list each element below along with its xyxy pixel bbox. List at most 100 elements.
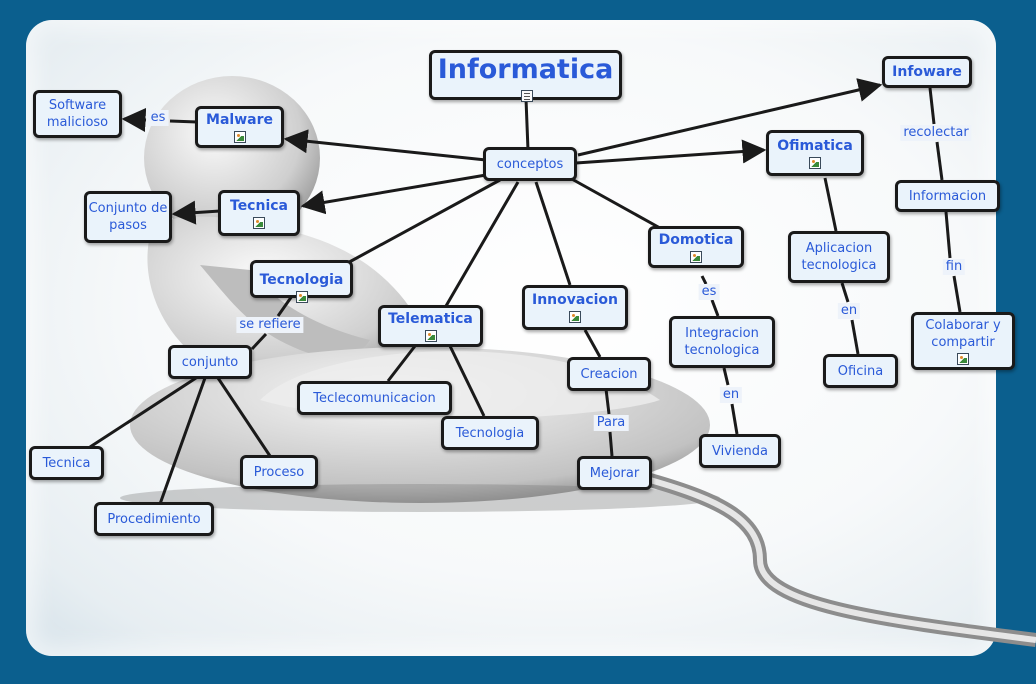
- node-oficina[interactable]: Oficina: [823, 354, 898, 388]
- node-tecnica-sub-label: Tecnica: [42, 455, 91, 471]
- node-innovacion[interactable]: Innovacion: [522, 285, 628, 330]
- node-tecnica-main[interactable]: Tecnica: [218, 190, 300, 236]
- link-tecnologia-serefiere: [276, 295, 294, 317]
- link-label-para[interactable]: Para: [593, 415, 629, 431]
- link-para-mejorar: [608, 431, 614, 457]
- node-software-malicioso-label: Software malicioso: [46, 98, 109, 130]
- node-informatica-label: Informatica: [437, 54, 614, 85]
- node-integracion-label: Integracion tecnologica: [684, 326, 760, 358]
- node-telematica-label: Telematica: [388, 310, 473, 327]
- image-icon[interactable]: [296, 291, 308, 303]
- node-aplicacion-label: Aplicacion tecnologica: [801, 241, 877, 273]
- node-procedimiento[interactable]: Procedimiento: [94, 502, 214, 536]
- link-tecnica-conjunto-pasos: [171, 200, 221, 225]
- link-conceptos-infoware: [577, 78, 883, 157]
- node-domotica-label: Domotica: [658, 231, 734, 248]
- node-informatica[interactable]: Informatica: [429, 50, 622, 102]
- node-conjunto[interactable]: conjunto: [168, 345, 252, 379]
- link-label-recolectar[interactable]: recolectar: [900, 125, 972, 141]
- link-label-es-malware[interactable]: es: [147, 110, 169, 126]
- link-integracion-en: [722, 367, 730, 386]
- node-tecnologia-main[interactable]: Tecnologia: [250, 260, 353, 303]
- image-icon[interactable]: [424, 329, 437, 342]
- figure-arm: [200, 265, 370, 358]
- link-conceptos-tecnica: [300, 173, 487, 215]
- node-tecnica-main-label: Tecnica: [230, 197, 288, 214]
- node-creacion[interactable]: Creacion: [567, 357, 651, 391]
- link-domotica-es: [700, 275, 708, 285]
- image-icon[interactable]: [569, 311, 581, 323]
- node-tecnologia-sub[interactable]: Tecnologia: [441, 416, 539, 450]
- link-conceptos-ofimatica: [575, 139, 767, 165]
- link-recolectar-informacion: [935, 141, 944, 181]
- image-icon[interactable]: [809, 156, 821, 169]
- link-en-oficina: [850, 319, 860, 355]
- node-informacion[interactable]: Informacion: [895, 180, 1000, 212]
- node-oficina-label: Oficina: [837, 363, 884, 379]
- node-creacion-label: Creacion: [580, 366, 638, 382]
- node-conjunto-pasos[interactable]: Conjunto de pasos: [84, 191, 172, 243]
- link-es-software: [121, 107, 147, 132]
- node-mejorar-label: Mejorar: [589, 465, 640, 481]
- node-integracion[interactable]: Integracion tecnologica: [669, 316, 775, 368]
- link-infoware-recolectar: [928, 87, 936, 125]
- node-domotica[interactable]: Domotica: [648, 226, 744, 268]
- link-es-integracion: [710, 299, 720, 317]
- node-vivienda-label: Vivienda: [712, 443, 768, 459]
- node-malware[interactable]: Malware: [195, 106, 284, 148]
- link-conceptos-tecnologia: [341, 178, 501, 268]
- link-fin-colaborar: [952, 275, 962, 313]
- node-mejorar[interactable]: Mejorar: [577, 456, 652, 490]
- image-icon[interactable]: [957, 353, 969, 365]
- link-conjunto-tecnica: [89, 376, 197, 449]
- link-en-vivienda: [730, 403, 739, 435]
- link-conjunto-procedimiento: [158, 377, 207, 505]
- link-label-se-refiere[interactable]: se refiere: [236, 317, 304, 333]
- link-telematica-tecnologia: [448, 345, 486, 417]
- node-procedimiento-label: Procedimiento: [107, 511, 201, 527]
- node-conceptos[interactable]: conceptos: [483, 147, 577, 181]
- link-informacion-fin: [944, 211, 952, 259]
- node-innovacion-label: Innovacion: [531, 292, 619, 308]
- node-ofimatica[interactable]: Ofimatica: [766, 130, 864, 176]
- link-creacion-para: [604, 388, 611, 415]
- link-ofimatica-aplicacion: [823, 177, 838, 232]
- link-conceptos-domotica: [569, 176, 661, 230]
- node-proceso[interactable]: Proceso: [240, 455, 318, 489]
- node-aplicacion[interactable]: Aplicacion tecnologica: [788, 231, 890, 283]
- link-label-en-vivienda[interactable]: en: [719, 387, 743, 403]
- image-icon[interactable]: [233, 130, 246, 143]
- document-icon[interactable]: [521, 90, 533, 102]
- node-telematica[interactable]: Telematica: [378, 305, 483, 347]
- node-colaborar-label: Colaborar y compartir: [925, 318, 1001, 350]
- node-tecnologia-sub-label: Tecnologia: [455, 425, 525, 441]
- node-telecomunicacion[interactable]: Teclecomunicacion: [297, 381, 452, 415]
- node-ofimatica-label: Ofimatica: [777, 137, 853, 154]
- link-aplicacion-en: [840, 282, 850, 303]
- node-tecnica-sub[interactable]: Tecnica: [29, 446, 104, 480]
- node-tecnologia-main-label: Tecnologia: [259, 271, 344, 288]
- node-infoware[interactable]: Infoware: [882, 56, 972, 88]
- node-colaborar[interactable]: Colaborar y compartir: [911, 312, 1015, 370]
- link-label-fin[interactable]: fin: [942, 259, 966, 275]
- node-infoware-label: Infoware: [892, 63, 962, 80]
- link-malware-es: [169, 119, 198, 124]
- link-label-en-oficina[interactable]: en: [837, 303, 861, 319]
- node-conjunto-label: conjunto: [181, 354, 239, 370]
- node-malware-label: Malware: [206, 111, 273, 128]
- node-proceso-label: Proceso: [253, 464, 305, 480]
- link-conceptos-innovacion: [534, 181, 572, 286]
- link-label-es-domotica[interactable]: es: [698, 284, 720, 300]
- link-conceptos-telematica: [444, 181, 520, 307]
- link-telematica-telecom: [386, 345, 417, 382]
- node-informacion-label: Informacion: [908, 188, 987, 204]
- link-conceptos-malware: [283, 129, 487, 162]
- link-serefiere-conjunto: [250, 332, 268, 351]
- image-icon[interactable]: [253, 216, 265, 229]
- image-icon[interactable]: [690, 250, 702, 263]
- link-informatica-conceptos: [524, 98, 530, 151]
- node-vivienda[interactable]: Vivienda: [699, 434, 781, 468]
- node-software-malicioso[interactable]: Software malicioso: [33, 90, 122, 138]
